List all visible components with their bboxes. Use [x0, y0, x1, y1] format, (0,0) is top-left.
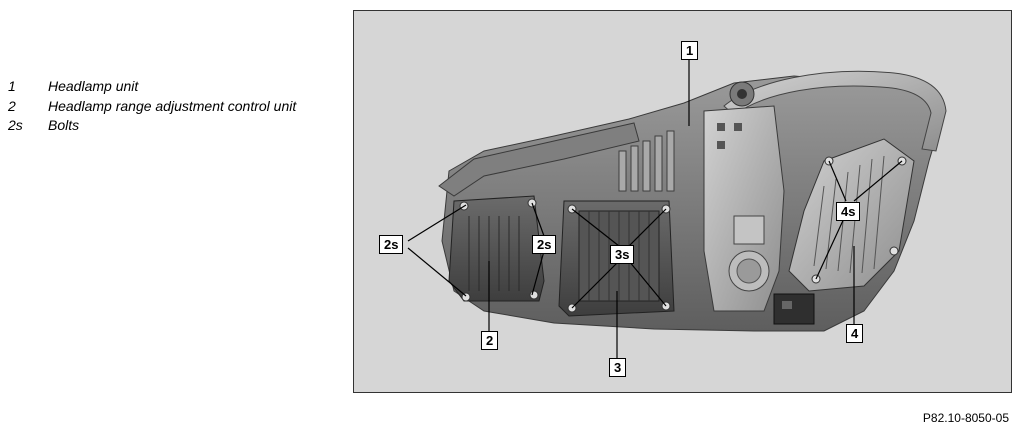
figure-frame: 1 2s 2s 3s 4s 2 3 4 — [353, 10, 1012, 393]
legend-item-number: 2 — [8, 97, 16, 114]
legend-item-number: 1 — [8, 78, 16, 94]
tube-bracket — [723, 70, 947, 152]
cooling-fins — [618, 130, 675, 192]
callout-2: 2 — [481, 331, 499, 350]
headlamp-illustration — [407, 56, 947, 358]
callout-4: 4 — [846, 324, 864, 343]
figure-reference: P82.10-8050-05 — [922, 411, 1009, 425]
left-frame — [438, 122, 640, 197]
control-unit-2 — [448, 195, 545, 302]
callout-4s: 4s — [836, 202, 861, 221]
legend-item-text: Headlamp range adjustment control unit — [48, 97, 297, 114]
callout-3: 3 — [609, 358, 627, 377]
callout-2s-right: 2s — [532, 235, 557, 254]
legend-item-text: Bolts — [48, 117, 80, 133]
legend-item-text: Headlamp unit — [48, 78, 139, 94]
callout-3s: 3s — [610, 245, 635, 264]
callout-2s-left: 2s — [379, 235, 404, 254]
callout-1: 1 — [681, 41, 699, 60]
legend-item-number: 2s — [8, 117, 23, 133]
